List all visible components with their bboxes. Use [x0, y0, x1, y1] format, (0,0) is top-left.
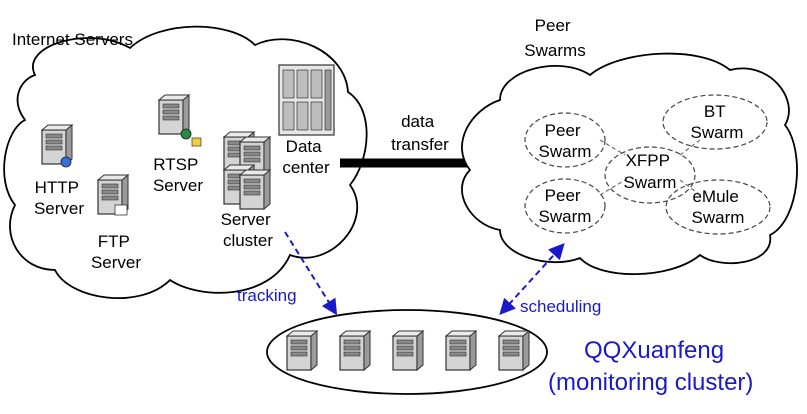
tracking-label: tracking: [237, 286, 297, 305]
monitor-server-icon-3: [392, 330, 424, 371]
cluster-server-icon-4: [239, 169, 271, 210]
left-cloud-title: Internet Servers: [12, 30, 133, 49]
film-icon: [191, 137, 202, 147]
globe-icon: [60, 156, 72, 168]
peer-swarm-2: [524, 178, 606, 234]
server-cluster-label: Server cluster: [221, 210, 276, 250]
left-cloud: [3, 25, 368, 299]
right-cloud: [461, 52, 798, 276]
tracking-arrow: [284, 231, 338, 316]
http-server-label: HTTP Server: [34, 178, 84, 218]
data-transfer-label: data transfer: [391, 112, 449, 154]
swarm-links: [599, 139, 701, 196]
rtsp-server-icon: [158, 94, 190, 135]
xfpp-swarm: [604, 146, 696, 204]
rtsp-server-label: RTSP Server: [153, 155, 203, 195]
right-cloud-title: Peer Swarms: [524, 16, 585, 60]
monitor-server-icon-1: [286, 330, 318, 371]
emule-swarm-label: eMule Swarm: [692, 187, 745, 227]
monitoring-subtitle: (monitoring cluster): [548, 369, 753, 396]
ftp-server-label: FTP Server: [91, 232, 141, 272]
monitor-server-icon-2: [339, 330, 371, 371]
data-center-label: Data center: [282, 137, 330, 177]
bt-swarm: [662, 94, 768, 150]
folder-icon: [114, 204, 128, 216]
bt-swarm-label: BT Swarm: [691, 102, 744, 142]
monitoring-title: QQXuanfeng: [584, 337, 724, 364]
peer-swarm-1-label: Peer Swarm: [539, 121, 592, 161]
peer-swarm-1: [524, 112, 606, 168]
scheduling-label: scheduling: [520, 297, 601, 316]
emule-swarm: [665, 179, 771, 235]
monitor-server-icon-4: [445, 330, 477, 371]
media-icon: [180, 128, 192, 140]
scheduling-arrow: [499, 243, 565, 315]
data-center-icon: [278, 64, 335, 136]
peer-swarm-2-label: Peer Swarm: [539, 186, 592, 226]
xfpp-swarm-label: XFPP Swarm: [624, 151, 677, 192]
monitor-server-icon-5: [498, 330, 530, 371]
